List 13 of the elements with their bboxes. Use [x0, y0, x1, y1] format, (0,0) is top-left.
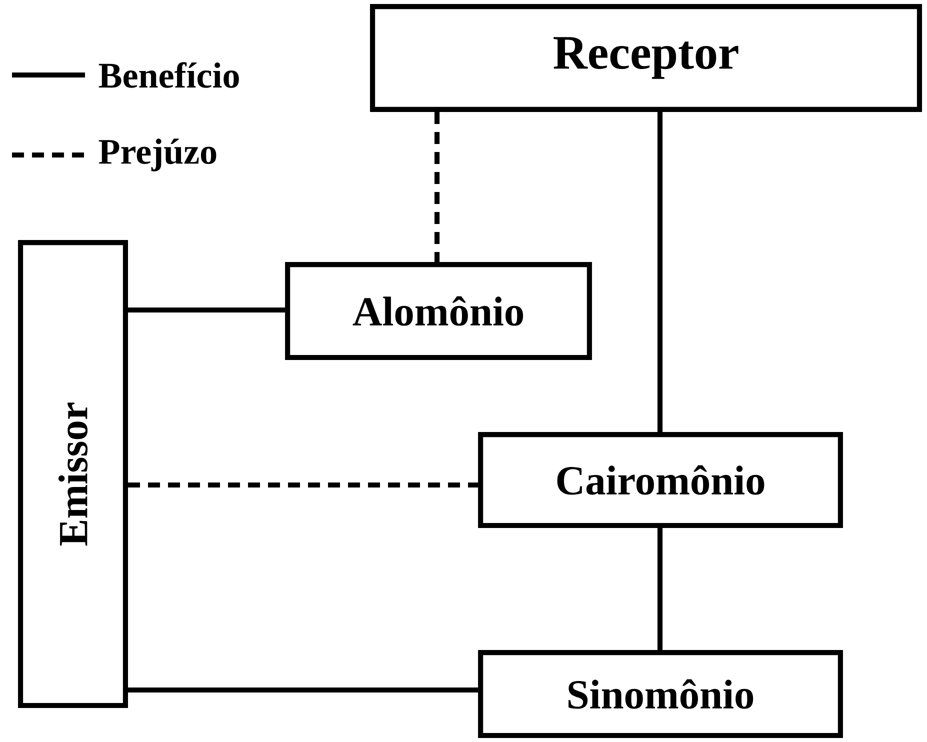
connector-line — [657, 112, 663, 432]
legend-text: Prejúzo — [98, 138, 216, 172]
label-box: Sinomônio — [478, 650, 843, 738]
label-box: Receptor — [370, 4, 922, 112]
connector-line — [128, 307, 286, 313]
label-box: Alomônio — [285, 262, 592, 360]
label-box: Cairomônio — [478, 432, 843, 528]
connector-line — [657, 528, 663, 650]
legend-text: Benefício — [98, 62, 239, 88]
label-box: Emissor — [18, 240, 128, 708]
connector-line — [128, 687, 478, 693]
connector-line — [128, 482, 478, 488]
connector-line — [434, 112, 440, 262]
